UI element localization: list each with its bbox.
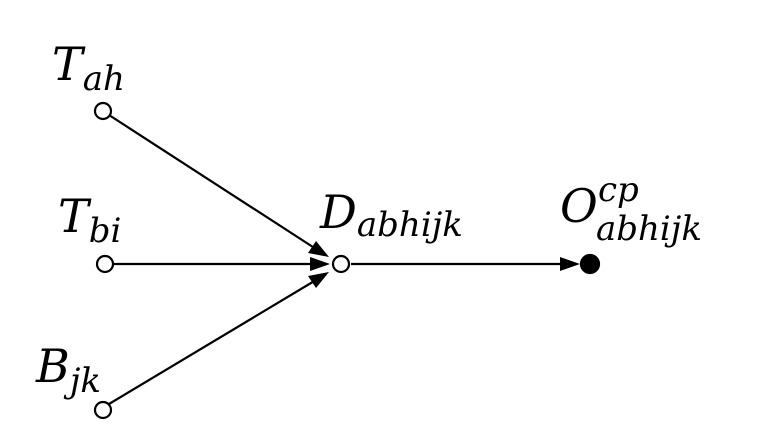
node-b-jk (93, 400, 113, 420)
arrowheads (308, 241, 580, 288)
label-t-ah-sub: ah (83, 59, 125, 99)
label-o: O (560, 179, 598, 233)
label-d-base: D (319, 185, 357, 239)
label-o-sub: abhijk (596, 209, 702, 249)
arrowhead-d-to-o (560, 257, 580, 271)
label-b-jk-base: B (35, 339, 70, 393)
label-d-sub: abhijk (357, 205, 463, 245)
arrowhead-b-jk-to-d (308, 272, 329, 288)
arrowhead-t-bi-to-d (310, 257, 330, 271)
nodes (93, 101, 601, 420)
label-d: Dabhijk (319, 185, 463, 245)
label-t-bi-sub: bi (89, 211, 122, 251)
edge-b-jk-to-d (108, 279, 317, 405)
node-o (579, 253, 601, 275)
label-o-sup: cp (598, 170, 639, 210)
labels: Tah Tbi Bjk Dabhijk O cp abhijk (35, 37, 702, 401)
edges (108, 114, 564, 405)
label-b-jk: Bjk (35, 339, 101, 401)
node-d (331, 254, 351, 274)
label-t-bi-base: T (58, 189, 92, 243)
label-b-jk-sub: jk (63, 361, 101, 401)
label-o-base: O (560, 179, 598, 233)
node-t-bi (95, 254, 115, 274)
edge-t-ah-to-d (108, 114, 317, 250)
arrowhead-t-ah-to-d (308, 241, 329, 257)
label-t-bi: Tbi (58, 189, 121, 251)
node-t-ah (93, 101, 113, 121)
label-t-ah: Tah (52, 37, 125, 99)
label-t-ah-base: T (52, 37, 86, 91)
